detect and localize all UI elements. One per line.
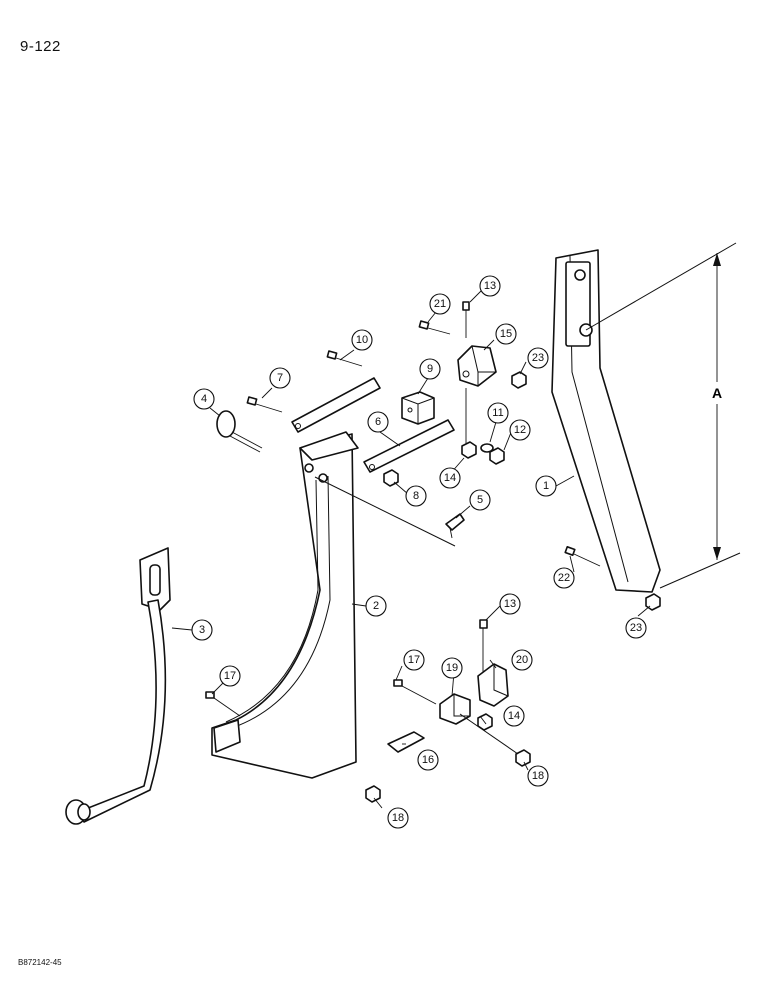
svg-text:6: 6	[375, 416, 381, 428]
svg-text:7: 7	[277, 372, 283, 384]
bolt-part-22	[564, 546, 601, 567]
callout-2: 2	[365, 595, 387, 617]
nuts	[365, 371, 661, 803]
callout-18-right: 18	[527, 765, 549, 787]
svg-text:19: 19	[446, 662, 458, 674]
eye-bolt-part-4	[216, 410, 263, 453]
svg-text:16: 16	[422, 754, 434, 766]
page-number: 9-122	[20, 38, 61, 55]
callout-17-right: 17	[403, 649, 425, 671]
svg-text:20: 20	[516, 654, 528, 666]
dimension-a: A	[707, 253, 727, 560]
svg-text:18: 18	[392, 812, 404, 824]
callout-9: 9	[419, 358, 441, 380]
lower-assembly	[205, 619, 519, 755]
callout-20: 20	[511, 649, 533, 671]
svg-text:12: 12	[514, 424, 526, 436]
callout-15: 15	[495, 323, 517, 345]
cotter-pin-part-5	[445, 513, 465, 539]
callout-13-upper: 13	[479, 275, 501, 297]
svg-text:8: 8	[413, 490, 419, 502]
svg-text:13: 13	[504, 598, 516, 610]
svg-text:18: 18	[532, 770, 544, 782]
svg-text:11: 11	[492, 407, 503, 419]
callout-23-lower: 23	[625, 617, 647, 639]
callout-22: 22	[553, 567, 575, 589]
callout-21: 21	[429, 293, 451, 315]
callout-18-left: 18	[387, 807, 409, 829]
callout-17-left: 17	[219, 665, 241, 687]
svg-text:15: 15	[500, 328, 512, 340]
callout-14-lower: 14	[503, 705, 525, 727]
clevis-part-15	[457, 301, 497, 446]
svg-text:3: 3	[199, 624, 205, 636]
svg-text:17: 17	[408, 654, 420, 666]
callout-11: 11	[487, 402, 509, 424]
svg-text:13: 13	[484, 280, 496, 292]
svg-text:1: 1	[543, 480, 549, 492]
callout-13-lower: 13	[499, 593, 521, 615]
block-part-9	[401, 391, 435, 425]
callout-23-upper: 23	[527, 347, 549, 369]
shank-part-1	[551, 242, 741, 593]
callout-7: 7	[269, 367, 291, 389]
callout-8: 8	[405, 485, 427, 507]
svg-text:2: 2	[373, 600, 379, 612]
svg-text:22: 22	[558, 572, 570, 584]
svg-text:4: 4	[201, 393, 207, 405]
callout-leaders	[171, 289, 651, 809]
svg-text:10: 10	[356, 334, 368, 346]
callout-4: 4	[193, 388, 215, 410]
callout-19: 19	[441, 657, 463, 679]
frame-bracket-part-2	[211, 431, 456, 779]
link-plates-part-6	[291, 377, 455, 473]
callout-14-upper: 14	[439, 467, 461, 489]
callout-1: 1	[535, 475, 557, 497]
svg-text:14: 14	[444, 472, 456, 484]
callout-12: 12	[509, 419, 531, 441]
svg-text:21: 21	[434, 298, 446, 310]
svg-text:23: 23	[532, 352, 544, 364]
svg-text:9: 9	[427, 363, 433, 375]
callout-10: 10	[351, 329, 373, 351]
svg-text:14: 14	[508, 710, 520, 722]
callout-6: 6	[367, 411, 389, 433]
svg-text:5: 5	[477, 494, 483, 506]
svg-text:17: 17	[224, 670, 236, 682]
callout-5: 5	[469, 489, 491, 511]
dimension-label: A	[712, 385, 722, 401]
callout-3: 3	[191, 619, 213, 641]
figure-code: B872142-45	[18, 958, 62, 967]
callout-16: 16	[417, 749, 439, 771]
svg-text:23: 23	[630, 622, 642, 634]
spring-strap-part-3	[65, 547, 171, 825]
